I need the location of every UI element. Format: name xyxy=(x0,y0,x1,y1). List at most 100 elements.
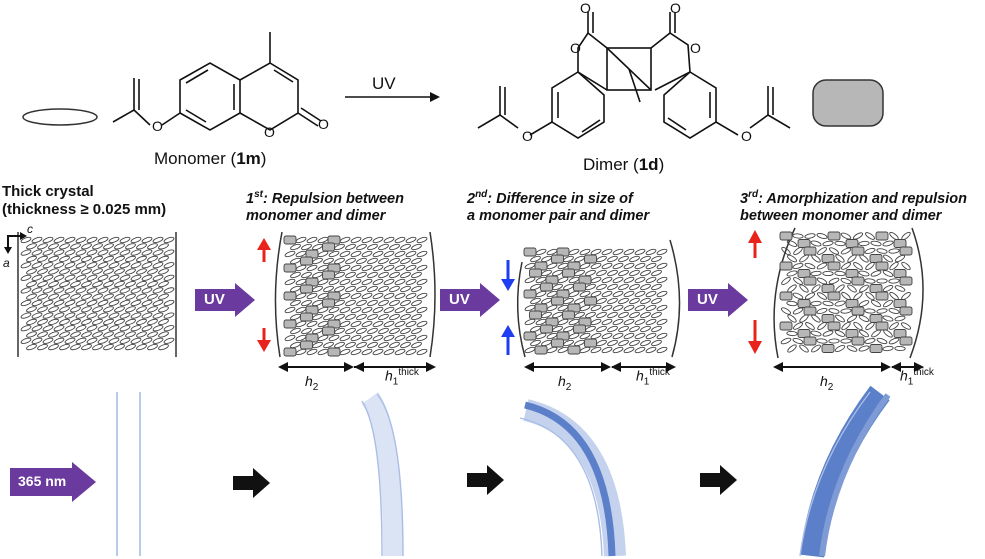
monomer-molecule xyxy=(345,285,356,293)
monomer-molecule xyxy=(634,248,646,256)
monomer-molecule xyxy=(114,255,125,263)
dimer-molecule xyxy=(327,347,341,357)
monomer-molecule xyxy=(846,314,858,323)
monomer-molecule xyxy=(883,329,893,338)
monomer-molecule xyxy=(26,293,37,300)
monomer-molecule xyxy=(601,262,613,270)
monomer-molecule xyxy=(841,321,851,331)
monomer-molecule xyxy=(152,299,164,307)
monomer-molecule xyxy=(339,320,351,328)
monomer-molecule xyxy=(888,308,900,314)
monomer-molecule xyxy=(882,270,894,277)
monomer-molecule xyxy=(136,331,147,338)
monomer-molecule xyxy=(75,325,87,332)
step1-expansion-arrows xyxy=(257,238,271,352)
monomer-molecule xyxy=(53,274,65,281)
monomer-molecule xyxy=(20,287,32,294)
monomer-molecule xyxy=(612,332,624,340)
monomer-molecule xyxy=(383,334,395,342)
monomer-molecule xyxy=(334,341,345,349)
monomer-molecule xyxy=(103,255,114,263)
monomer-molecule xyxy=(339,236,351,244)
monomer-molecule xyxy=(163,287,175,294)
monomer-molecule xyxy=(618,255,629,263)
monomer-molecule xyxy=(811,344,821,353)
monomer-molecule xyxy=(656,346,668,354)
monomer-molecule xyxy=(64,299,76,307)
monomer-molecule xyxy=(114,280,125,288)
monomer-molecule xyxy=(64,337,76,344)
monomer-molecule xyxy=(623,276,635,284)
monomer-molecule xyxy=(59,280,70,288)
axis-label-a: a xyxy=(3,256,10,270)
monomer-molecule xyxy=(97,299,109,307)
monomer-molecule xyxy=(645,276,657,284)
monomer-molecule xyxy=(781,246,791,256)
monomer-molecule xyxy=(840,338,852,344)
monomer-molecule xyxy=(834,240,846,247)
dimer-molecule xyxy=(899,246,913,256)
dimer-molecule xyxy=(893,329,907,338)
monomer-molecule xyxy=(389,299,400,307)
monomer-molecule xyxy=(804,262,816,270)
monomer-molecule xyxy=(323,313,334,321)
monomer-molecule xyxy=(805,322,815,330)
monomer-molecule xyxy=(822,270,834,277)
monomer-molecule xyxy=(361,306,373,314)
monomer-molecule xyxy=(37,343,48,351)
monomer-molecule xyxy=(284,334,296,342)
monomer-molecule xyxy=(645,262,657,270)
monomer-molecule xyxy=(405,320,417,328)
monomer-molecule xyxy=(367,285,378,293)
monomer-molecule xyxy=(92,343,103,351)
monomer-molecule xyxy=(786,300,798,307)
monomer-molecule xyxy=(75,274,87,281)
monomer-molecule xyxy=(158,318,169,326)
monomer-molecule xyxy=(345,271,356,279)
monomer-molecule xyxy=(876,308,888,314)
monomer-molecule xyxy=(53,249,65,256)
monomer-molecule xyxy=(612,290,624,298)
monomer-molecule xyxy=(400,271,411,279)
monomer-molecule xyxy=(645,248,657,256)
monomer-molecule xyxy=(612,262,624,270)
monomer-molecule xyxy=(64,312,76,319)
monomer-molecule xyxy=(141,236,153,244)
monomer-molecule xyxy=(389,257,400,265)
monomer-molecule xyxy=(75,287,87,294)
monomer-molecule xyxy=(378,271,389,279)
dimer-molecule xyxy=(827,261,841,271)
monomer-molecule xyxy=(852,232,864,240)
thick-crystal-lattice xyxy=(17,232,177,357)
monomer-molecule xyxy=(20,299,32,307)
dimer-molecule xyxy=(845,239,859,248)
monomer-molecule xyxy=(634,346,646,354)
monomer-molecule xyxy=(383,306,395,314)
monomer-molecule xyxy=(400,285,411,293)
monomer-molecule xyxy=(858,315,870,322)
monomer-molecule xyxy=(317,306,329,314)
monomer-molecule xyxy=(130,287,142,294)
monomer-molecule xyxy=(799,284,809,293)
monomer-molecule xyxy=(81,280,92,288)
monomer-molecule xyxy=(136,255,147,263)
dimer-molecule xyxy=(803,336,817,346)
monomer-molecule xyxy=(136,306,147,313)
monomer-molecule xyxy=(372,278,384,286)
monomer-molecule xyxy=(888,337,900,345)
monomer-molecule xyxy=(400,299,411,307)
monomer-molecule xyxy=(634,318,646,326)
monomer-molecule xyxy=(367,341,378,349)
monomer-molecule xyxy=(284,278,296,286)
monomer-molecule xyxy=(780,307,792,315)
dimer-molecule xyxy=(797,269,811,278)
monomer-molecule xyxy=(651,325,662,333)
monomer-molecule xyxy=(350,306,362,314)
monomer-molecule xyxy=(858,345,870,352)
monomer-molecule xyxy=(835,254,845,263)
monomer-molecule xyxy=(59,318,70,326)
bend-crystal-0 xyxy=(116,392,141,556)
monomer-molecule xyxy=(793,322,803,330)
monomer-molecule xyxy=(70,293,81,300)
monomer-molecule xyxy=(590,318,602,326)
